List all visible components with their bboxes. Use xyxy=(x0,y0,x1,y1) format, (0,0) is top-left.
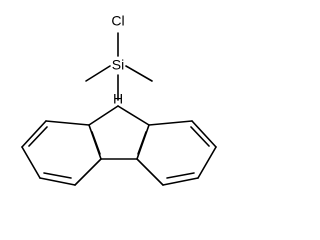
bond-left-ring-double-1 xyxy=(91,131,101,155)
bond-left-ring-5 xyxy=(21,120,47,148)
bond-left-ring-3 xyxy=(39,177,76,186)
bond-right-ring-double-3 xyxy=(190,126,210,147)
bond-right-ring-5 xyxy=(191,120,217,148)
bond-right-ring-double-1 xyxy=(137,131,147,155)
chemical-structure-canvas: Cl Si H xyxy=(21,12,217,186)
atom-label-hydrogen: H xyxy=(113,91,123,107)
bond-left-ring-double-2 xyxy=(43,172,72,179)
bond-right-ring-3 xyxy=(162,177,199,186)
bond-left-ring-6 xyxy=(45,120,90,126)
bond-right-ring-4 xyxy=(197,146,217,179)
bond-left-ring-4 xyxy=(21,146,41,179)
bond-c9-c8a xyxy=(117,105,150,126)
bond-si-methyl-left xyxy=(85,65,111,82)
molecule-drawing: Cl Si H xyxy=(21,13,217,186)
bond-right-ring-double-2 xyxy=(166,172,195,179)
atom-label-silicon: Si xyxy=(112,57,124,73)
bond-c9-c9a xyxy=(88,105,119,126)
bond-right-ring-6 xyxy=(148,120,193,126)
bond-right-ring-2 xyxy=(136,158,164,186)
atom-label-chlorine: Cl xyxy=(111,13,124,29)
bond-left-ring-double-3 xyxy=(28,126,48,147)
bond-left-ring-2 xyxy=(74,158,102,186)
bond-si-methyl-right xyxy=(125,65,153,82)
